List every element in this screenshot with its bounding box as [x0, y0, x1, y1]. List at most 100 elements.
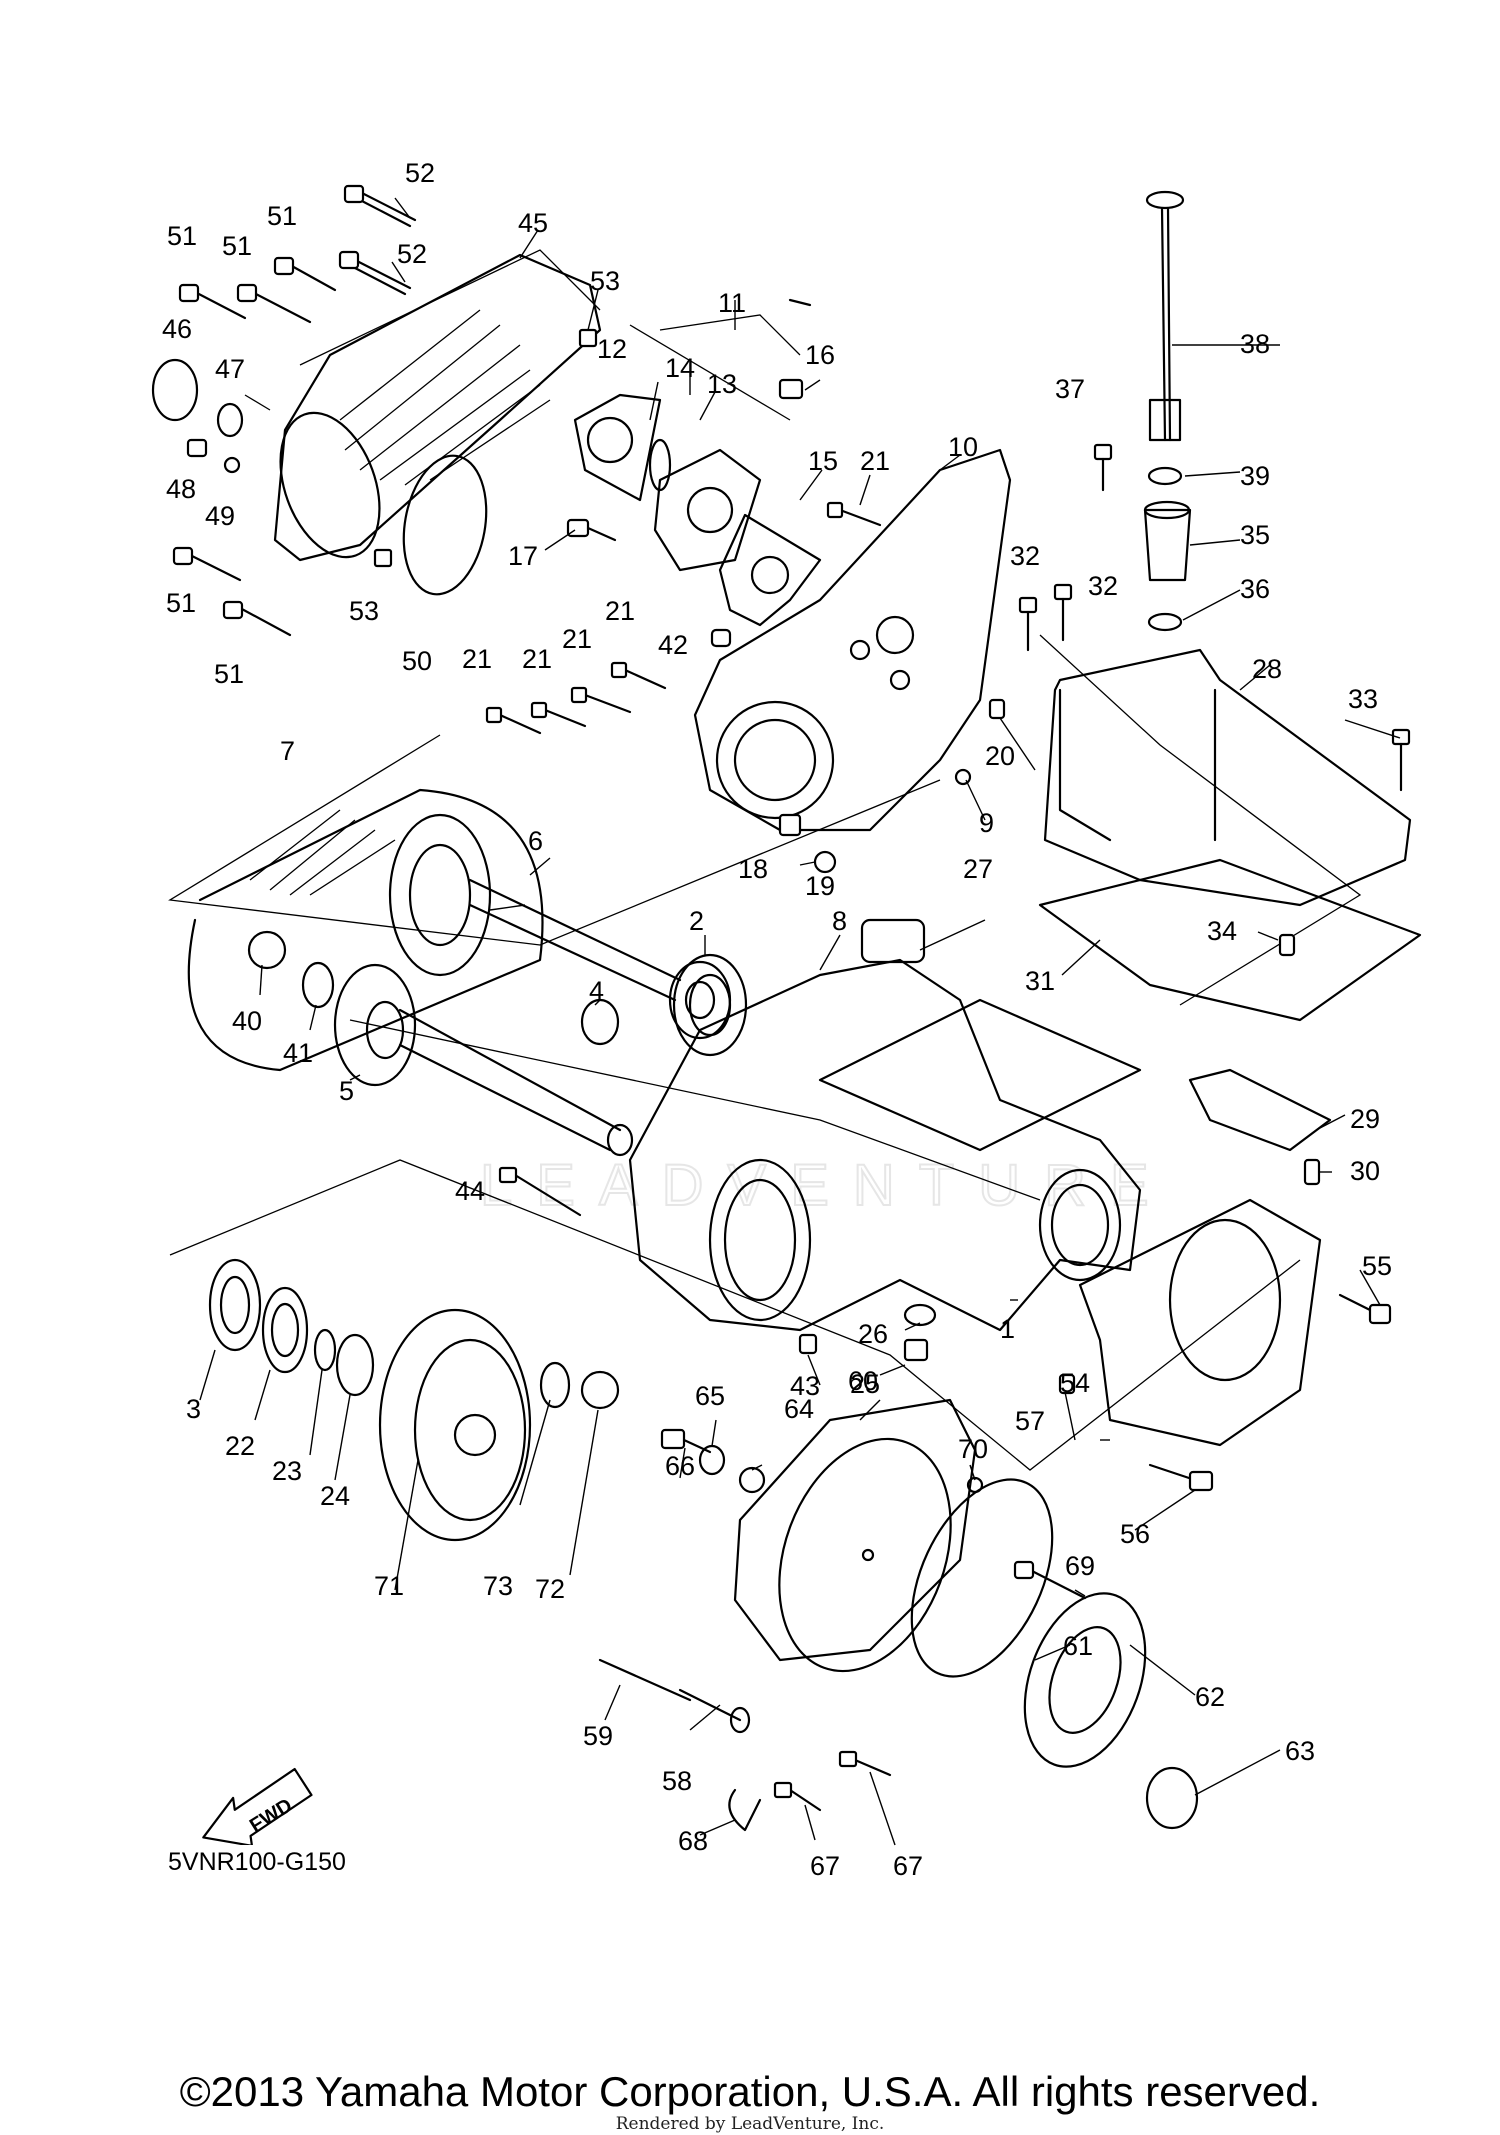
callout: 29 [1350, 1104, 1380, 1134]
gasket-27 [860, 918, 926, 964]
nut-72 [580, 1370, 620, 1410]
callout: 14 [665, 353, 695, 383]
callout: 67 [893, 1851, 923, 1881]
callout: 11 [718, 288, 746, 318]
bearing-2 [672, 953, 748, 1057]
callout: 32 [1010, 541, 1040, 571]
callout: 18 [738, 854, 768, 884]
plug-46 [151, 358, 199, 422]
callout: 53 [349, 596, 379, 626]
rendered-by-notice: Rendered by LeadVenture, Inc. [615, 2114, 885, 2134]
callout: 47 [215, 354, 245, 384]
callout: 46 [162, 314, 192, 344]
callout: 51 [267, 201, 297, 231]
callout: 57 [1015, 1406, 1045, 1436]
seal-4 [580, 998, 620, 1046]
callout: 39 [1240, 461, 1270, 491]
callout: 41 [283, 1038, 313, 1068]
callout: 50 [402, 646, 432, 676]
callout: 73 [483, 1571, 513, 1601]
callout: 51 [167, 221, 197, 251]
callout: 35 [1240, 520, 1270, 550]
callout: 21 [462, 644, 492, 674]
callout: 65 [695, 1381, 725, 1411]
bracket-54 [1058, 1198, 1392, 1492]
callout: 23 [272, 1456, 302, 1486]
callout: 13 [707, 369, 737, 399]
callout: 12 [597, 334, 627, 364]
fasteners-64-70 [598, 1428, 1087, 1832]
callout: 17 [508, 541, 538, 571]
callout: 68 [678, 1826, 708, 1856]
callout: 51 [222, 231, 252, 261]
callout: 56 [1120, 1519, 1150, 1549]
callout: 19 [805, 871, 835, 901]
nut-40 [247, 930, 287, 970]
outer-cover-45 [273, 253, 602, 562]
washer-73 [539, 1361, 571, 1409]
callout: 69 [1065, 1551, 1095, 1581]
callout: 38 [1240, 329, 1270, 359]
callout: 36 [1240, 574, 1270, 604]
oil-tank-28 [1018, 190, 1412, 907]
callout: 6 [528, 826, 543, 856]
sprocket-6 [388, 813, 732, 1040]
bolt-44 [498, 1166, 518, 1184]
callout: 9 [979, 808, 994, 838]
callout: 45 [518, 208, 548, 238]
callout: 15 [808, 446, 838, 476]
o-ring-47 [216, 402, 244, 438]
callout: 53 [590, 266, 620, 296]
callout: 21 [522, 644, 552, 674]
callout: 28 [1252, 654, 1282, 684]
gasket-31 [1038, 858, 1422, 1022]
cap-63 [1145, 1766, 1199, 1830]
dowel-34 [1278, 933, 1296, 957]
bolts-21 [485, 501, 882, 735]
callout: 33 [1348, 684, 1378, 714]
callout: 37 [1055, 374, 1085, 404]
callout: 44 [455, 1176, 485, 1206]
pump-assembly [566, 298, 822, 627]
inner-case-10 [693, 448, 1012, 874]
callout-labels: 1 2 3 4 5 6 7 8 9 10 11 12 13 14 15 16 1… [162, 158, 1392, 1881]
callout: 2 [689, 906, 704, 936]
assembly-brackets [168, 249, 1362, 1471]
callout: 16 [805, 340, 835, 370]
washer-41 [301, 961, 335, 1009]
callout: 1 [1000, 1314, 1015, 1344]
callout: 26 [858, 1319, 888, 1349]
callout-leaders [199, 197, 1401, 1846]
callout: 40 [232, 1006, 262, 1036]
callout: 72 [535, 1574, 565, 1604]
callout: 55 [1362, 1251, 1392, 1281]
callout: 64 [784, 1394, 814, 1424]
callout: 21 [562, 624, 592, 654]
callout: 22 [225, 1431, 255, 1461]
callout: 31 [1025, 966, 1055, 996]
gasket-61 [910, 1478, 1054, 1678]
pulley-71 [378, 1308, 532, 1542]
callout: 70 [958, 1434, 988, 1464]
bracket-29 [1188, 1068, 1332, 1152]
callout: 63 [1285, 1736, 1315, 1766]
callout: 51 [214, 659, 244, 689]
callout: 10 [948, 432, 978, 462]
callout: 61 [1063, 1631, 1093, 1661]
callout: 34 [1207, 916, 1237, 946]
callout: 5 [339, 1076, 354, 1106]
bolt-30 [1303, 1158, 1321, 1186]
callout: 59 [583, 1721, 613, 1751]
watermark: LEADVENTURE [480, 1153, 1173, 1218]
callout: 24 [320, 1481, 350, 1511]
callout: 71 [374, 1571, 404, 1601]
callout: 7 [280, 736, 295, 766]
callout: 52 [405, 158, 435, 188]
callout: 48 [166, 474, 196, 504]
callout: 62 [1195, 1682, 1225, 1712]
callout: 49 [205, 501, 235, 531]
o-ring-50 [402, 454, 488, 596]
callout: 4 [589, 976, 604, 1006]
seal-stack [208, 1258, 375, 1397]
callout: 67 [810, 1851, 840, 1881]
